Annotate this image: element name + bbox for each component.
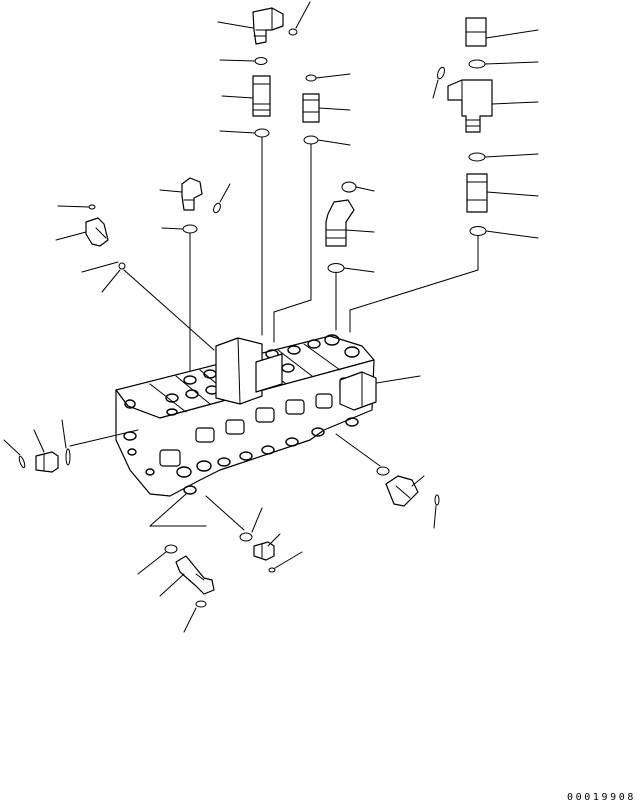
nipple-fitting bbox=[252, 75, 271, 117]
leader-line bbox=[411, 475, 425, 487]
o-ring-small bbox=[18, 455, 26, 469]
adapter-fitting bbox=[302, 93, 320, 123]
leader-line bbox=[335, 433, 381, 467]
leader-line bbox=[221, 95, 254, 99]
elbow-fitting-lower-right bbox=[385, 475, 419, 507]
leader-line bbox=[433, 505, 437, 529]
leader-line bbox=[149, 493, 207, 527]
leader-line bbox=[205, 495, 245, 531]
leader-line bbox=[317, 139, 351, 146]
leader-line bbox=[486, 191, 539, 197]
leader-line bbox=[485, 29, 539, 39]
leader-line bbox=[61, 419, 67, 449]
leader-line bbox=[295, 1, 311, 29]
diagram-code: 00019908 bbox=[567, 792, 636, 803]
o-ring bbox=[469, 226, 487, 236]
leader-line bbox=[219, 130, 256, 134]
leader-line bbox=[219, 183, 231, 203]
leader-line bbox=[123, 269, 215, 351]
leader-line bbox=[251, 507, 263, 533]
leader-line bbox=[69, 429, 139, 447]
elbow-fitting-far-left bbox=[85, 217, 109, 247]
connector-fitting bbox=[466, 173, 488, 213]
o-ring bbox=[376, 466, 390, 476]
o-ring bbox=[254, 128, 270, 138]
o-ring-small bbox=[118, 262, 126, 270]
o-ring bbox=[239, 532, 253, 542]
leader-line bbox=[3, 439, 21, 456]
lower-ports bbox=[123, 417, 359, 495]
leader-line bbox=[137, 551, 167, 575]
leader-line bbox=[484, 153, 539, 158]
o-ring bbox=[182, 224, 198, 234]
o-ring-small bbox=[434, 494, 440, 506]
o-ring bbox=[164, 544, 178, 554]
o-ring bbox=[468, 59, 486, 69]
o-ring bbox=[341, 181, 357, 193]
leader-line bbox=[484, 61, 539, 65]
nipple-fitting-bottom bbox=[253, 541, 275, 561]
o-ring-small bbox=[195, 600, 207, 608]
leader-line bbox=[33, 429, 45, 453]
leader-line bbox=[183, 607, 197, 633]
leader-line bbox=[369, 375, 421, 385]
o-ring bbox=[254, 57, 268, 65]
leader-line bbox=[219, 59, 256, 62]
o-ring bbox=[65, 448, 71, 466]
plug-fitting-left bbox=[35, 451, 59, 473]
o-ring bbox=[303, 135, 319, 145]
o-ring bbox=[327, 263, 345, 273]
leader-line bbox=[349, 235, 479, 333]
leader-line bbox=[217, 21, 254, 29]
leader-line bbox=[485, 230, 539, 239]
leader-line bbox=[159, 573, 185, 597]
o-ring-small bbox=[305, 74, 317, 82]
o-ring-small bbox=[268, 567, 276, 573]
leader-line bbox=[274, 551, 303, 569]
leader-line bbox=[81, 261, 119, 273]
leader-line bbox=[355, 186, 375, 192]
leader-line bbox=[159, 189, 183, 193]
leader-line bbox=[55, 231, 87, 241]
leader-line bbox=[491, 101, 539, 105]
plug-fitting bbox=[465, 17, 487, 47]
leader-line bbox=[161, 227, 184, 230]
leader-line bbox=[57, 205, 90, 208]
swivel-elbow-fitting bbox=[447, 79, 493, 133]
elbow-fitting-left bbox=[181, 177, 203, 211]
leader-line bbox=[343, 267, 375, 273]
leader-line bbox=[345, 229, 375, 233]
o-ring bbox=[468, 152, 486, 162]
elbow-45-fitting bbox=[325, 199, 355, 247]
o-ring-small bbox=[88, 204, 96, 210]
o-ring-small bbox=[213, 202, 221, 214]
o-ring-small bbox=[288, 28, 298, 36]
bent-pipe bbox=[175, 555, 215, 595]
leader-line bbox=[267, 533, 281, 547]
control-valve-assembly bbox=[115, 334, 377, 497]
leader-line bbox=[315, 73, 351, 79]
leader-line bbox=[318, 107, 351, 111]
leader-line bbox=[432, 79, 439, 99]
leader-line bbox=[273, 143, 312, 343]
o-ring-small bbox=[437, 66, 445, 80]
elbow-fitting-top-center bbox=[252, 7, 284, 45]
leader-line bbox=[101, 269, 121, 293]
